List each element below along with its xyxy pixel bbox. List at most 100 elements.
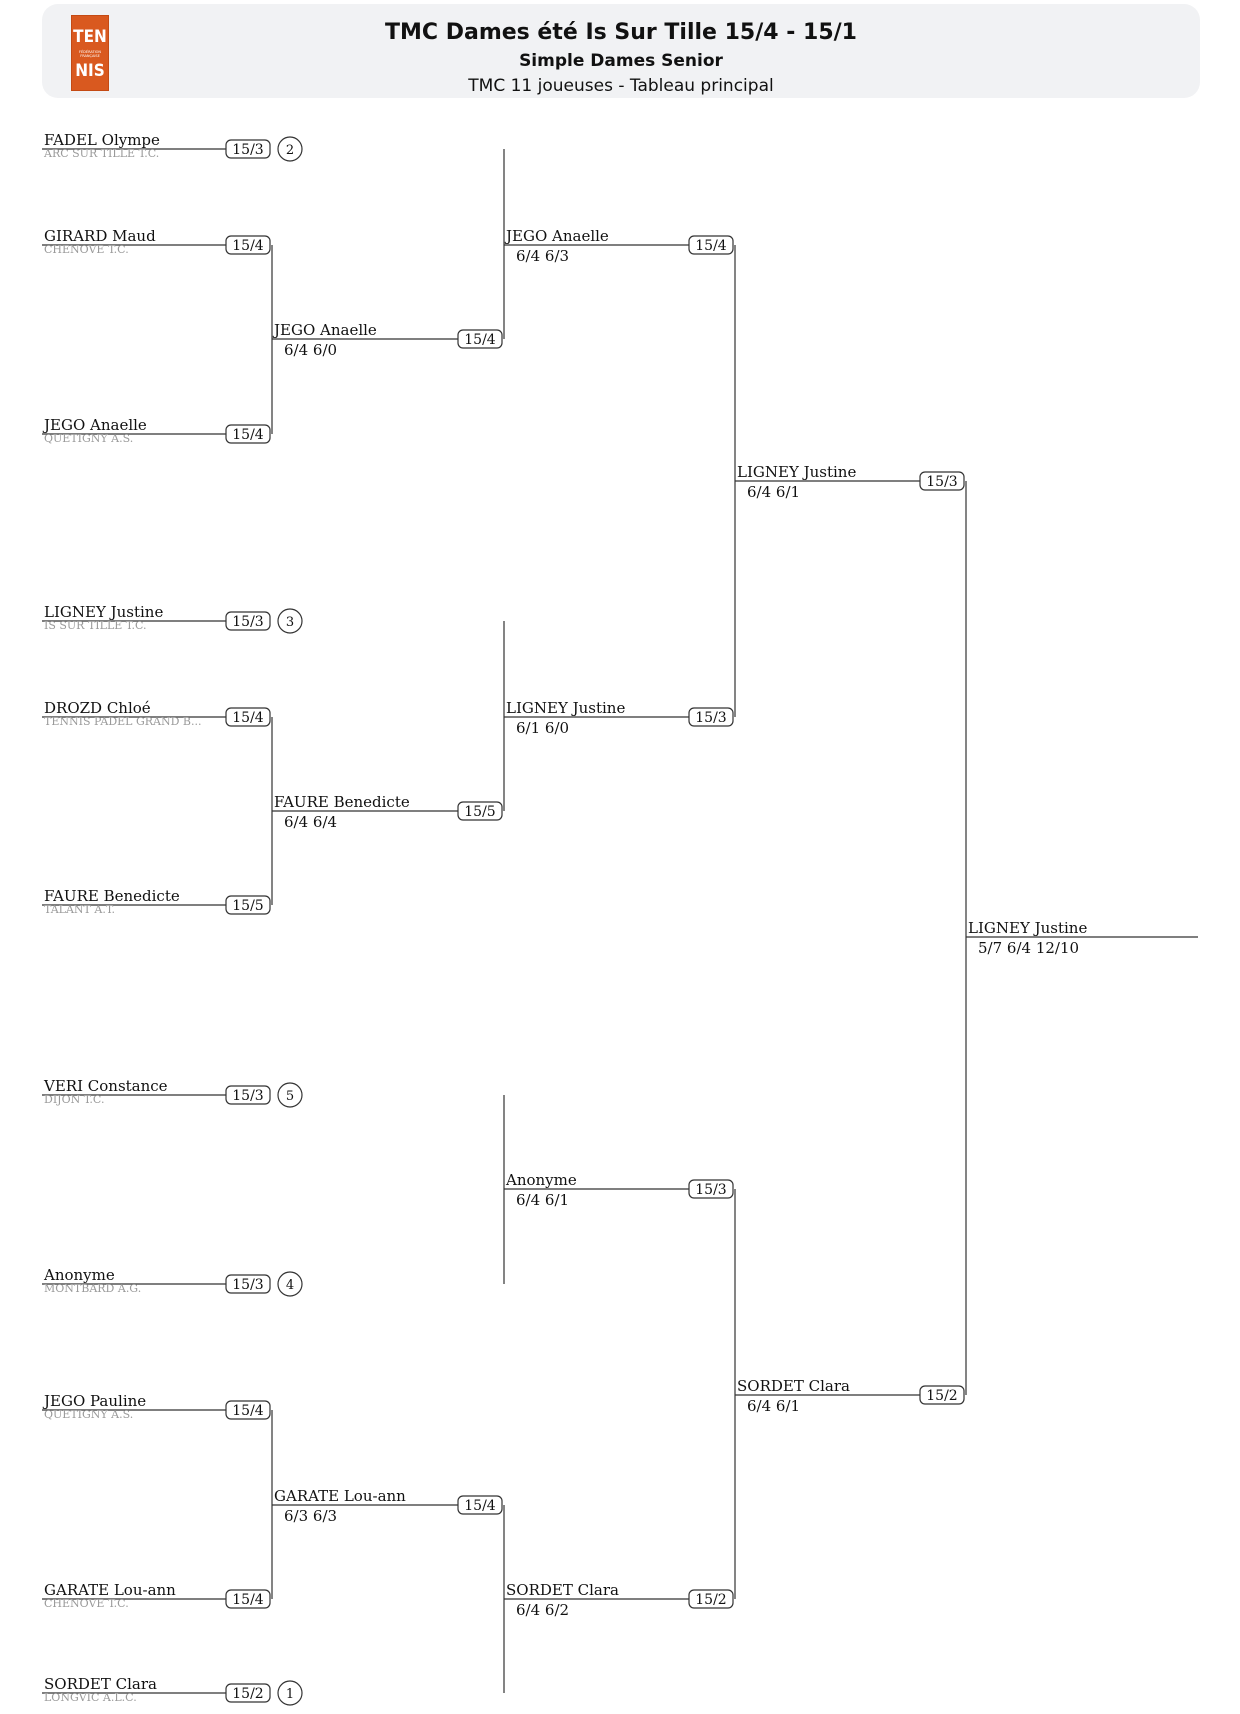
player-club: DIJON T.C. (44, 1093, 104, 1106)
player-name: SORDET Clara (506, 1581, 619, 1599)
player-ranking: 15/2 (695, 1592, 726, 1608)
match-score: 6/3 6/3 (284, 1507, 337, 1525)
player-name: FADEL Olympe (44, 131, 160, 149)
player-ranking: 15/4 (232, 427, 264, 443)
player-name: GARATE Lou-ann (274, 1487, 406, 1505)
player-club: TENNIS PADEL GRAND B... (44, 715, 202, 728)
ranking-badge (225, 1085, 271, 1105)
tournament-title: TMC Dames été Is Sur Tille 15/4 - 15/1 (385, 20, 857, 45)
player-club: LONGVIC A.L.C. (44, 1691, 137, 1704)
player-ranking: 15/4 (232, 238, 264, 254)
seed-number: 5 (286, 1089, 294, 1104)
player-name: JEGO Anaelle (504, 227, 609, 245)
player-name: JEGO Pauline (42, 1392, 146, 1410)
player-name: LIGNEY Justine (44, 603, 163, 621)
player-name: LIGNEY Justine (968, 919, 1087, 937)
seed-number: 4 (286, 1278, 294, 1293)
ranking-badge (688, 707, 734, 727)
event-category: Simple Dames Senior (519, 51, 723, 71)
seed-number: 3 (286, 615, 294, 630)
player-ranking: 15/3 (232, 1088, 263, 1104)
player-ranking: 15/3 (695, 1182, 726, 1198)
player-name: SORDET Clara (44, 1675, 157, 1693)
player-name: JEGO Anaelle (42, 416, 147, 434)
player-name: DROZD Chloé (44, 699, 151, 717)
match-score: 6/4 6/4 (284, 813, 337, 831)
seed-badge (277, 1271, 303, 1297)
player-club: ARC SUR TILLE T.C. (43, 147, 159, 160)
player-ranking: 15/4 (232, 1592, 264, 1608)
match-score: 6/4 6/2 (516, 1601, 569, 1619)
player-name: Anonyme (43, 1266, 115, 1284)
match-score: 5/7 6/4 12/10 (978, 939, 1079, 957)
draw-description: TMC 11 joueuses - Tableau principal (468, 76, 774, 96)
player-name: FAURE Benedicte (274, 793, 410, 811)
match-score: 6/4 6/1 (747, 483, 800, 501)
player-club: CHENOVE T.C. (44, 243, 129, 256)
seed-badge (277, 1680, 303, 1706)
player-ranking: 15/4 (464, 1498, 496, 1514)
seed-number: 1 (286, 1687, 294, 1702)
seed-badge (277, 608, 303, 634)
player-ranking: 15/4 (232, 710, 264, 726)
player-ranking: 15/4 (464, 332, 496, 348)
player-ranking: 15/2 (232, 1686, 263, 1702)
player-ranking: 15/2 (926, 1388, 957, 1404)
player-name: LIGNEY Justine (737, 463, 856, 481)
player-ranking: 15/4 (695, 238, 727, 254)
player-club: QUETIGNY A.S. (44, 432, 133, 445)
ranking-badge (688, 1179, 734, 1199)
seed-badge (277, 136, 303, 162)
player-club: CHENOVE T.C. (44, 1597, 129, 1610)
ranking-badge (225, 611, 271, 631)
ranking-badge (919, 1385, 965, 1405)
match-score: 6/1 6/0 (516, 719, 569, 737)
ranking-badge (457, 801, 503, 821)
player-name: SORDET Clara (737, 1377, 850, 1395)
player-name: GIRARD Maud (44, 227, 156, 245)
ranking-badge (457, 1495, 503, 1515)
player-name: FAURE Benedicte (44, 887, 180, 905)
player-ranking: 15/5 (232, 898, 263, 914)
player-club: TALANT A.T. (44, 903, 115, 916)
match-score: 6/4 6/1 (747, 1397, 800, 1415)
ranking-badge (225, 139, 271, 159)
seed-badge (277, 1082, 303, 1108)
ranking-badge (225, 424, 271, 444)
logo-text-bottom: NIS (75, 61, 105, 81)
fft-tennis-logo: TEN FÉDÉRATION FRANÇAISE NIS (71, 15, 109, 91)
player-club: IS SUR TILLE T.C. (44, 619, 147, 632)
ranking-badge (225, 1400, 271, 1420)
draw-header: TEN FÉDÉRATION FRANÇAISE NIS TMC Dames é… (42, 4, 1200, 98)
player-ranking: 15/4 (232, 1403, 264, 1419)
seed-number: 2 (286, 143, 294, 158)
ranking-badge (457, 329, 503, 349)
player-name: LIGNEY Justine (506, 699, 625, 717)
match-score: 6/4 6/0 (284, 341, 337, 359)
ranking-badge (225, 895, 271, 915)
player-ranking: 15/3 (695, 710, 726, 726)
ranking-badge (225, 1274, 271, 1294)
logo-text-top: TEN (73, 27, 107, 47)
player-ranking: 15/3 (232, 614, 263, 630)
player-ranking: 15/5 (464, 804, 495, 820)
ranking-badge (225, 707, 271, 727)
player-ranking: 15/3 (232, 1277, 263, 1293)
player-club: MONTBARD A.G. (44, 1282, 141, 1295)
logo-text-middle: FÉDÉRATION FRANÇAISE (78, 50, 102, 58)
ranking-badge (919, 471, 965, 491)
player-club: QUETIGNY A.S. (44, 1408, 133, 1421)
player-ranking: 15/3 (232, 142, 263, 158)
ranking-badge (688, 1589, 734, 1609)
match-score: 6/4 6/1 (516, 1191, 569, 1209)
ranking-badge (225, 1683, 271, 1703)
player-name: VERI Constance (43, 1077, 168, 1095)
ranking-badge (225, 1589, 271, 1609)
ranking-badge (225, 235, 271, 255)
player-name: GARATE Lou-ann (44, 1581, 176, 1599)
player-ranking: 15/3 (926, 474, 957, 490)
match-score: 6/4 6/3 (516, 247, 569, 265)
player-name: JEGO Anaelle (272, 321, 377, 339)
player-name: Anonyme (505, 1171, 577, 1189)
